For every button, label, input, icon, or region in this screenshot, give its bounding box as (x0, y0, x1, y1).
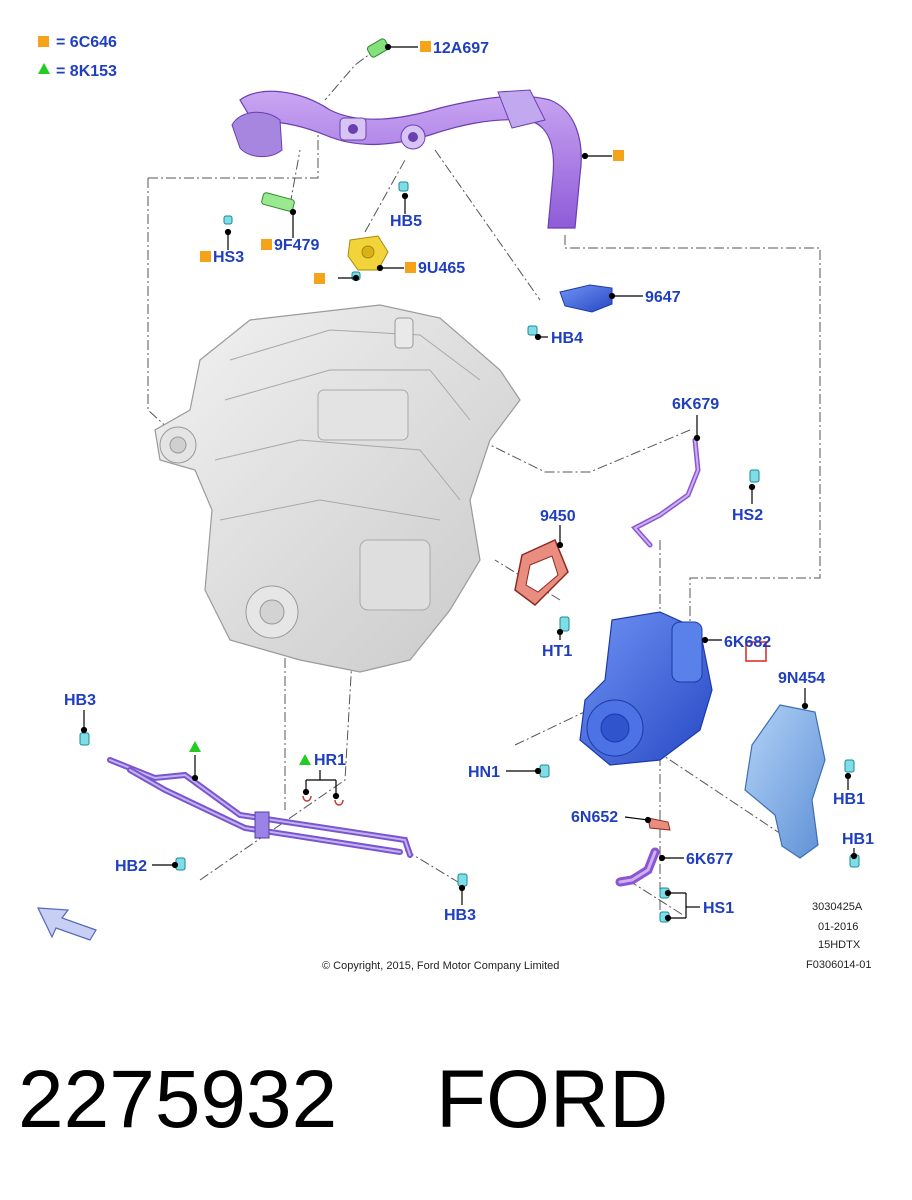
parts-diagram: = 6C646 = 8K153 (37, 34, 874, 972)
callout-9u465-square-icon (405, 262, 416, 273)
callout-HB2: HB2 (115, 858, 147, 875)
callout-HB3-left: HB3 (64, 692, 96, 709)
callout-HB4: HB4 (551, 330, 583, 347)
callout-HS3-top: HS3 (213, 249, 244, 266)
callout-6N652: 6N652 (571, 809, 618, 826)
sensor-12A697 (366, 38, 390, 58)
gasket-9450 (514, 538, 569, 606)
callout-12A697-square-icon (420, 41, 431, 52)
reference-line-2: 01-2016 (818, 921, 858, 933)
callout-HT1: HT1 (542, 643, 572, 660)
gasket-6N652 (647, 817, 671, 831)
callout-HB3-bottom: HB3 (444, 907, 476, 924)
callout-coolant-triangle-icon (189, 741, 201, 752)
direction-arrow-icon (37, 907, 97, 941)
part-number: 2275932 (18, 1054, 338, 1145)
legend-triangle-text: = 8K153 (56, 63, 117, 80)
callout-markers (189, 41, 624, 765)
callout-6K682: 6K682 (724, 634, 771, 651)
callout-9647: 9647 (645, 289, 681, 306)
callout-HR1: HR1 (314, 752, 346, 769)
callout-HB5: HB5 (390, 213, 422, 230)
callout-HS1: HS1 (703, 900, 734, 917)
intake-pipe (231, 89, 582, 229)
callout-HN1: HN1 (468, 764, 500, 781)
callout-labels: 12A697 HS3 9F479 HB5 9U465 9647 HB4 6K67… (64, 40, 874, 924)
callout-hs3-square-icon (200, 251, 211, 262)
callout-12A697: 12A697 (433, 40, 489, 57)
heat-shield-9N454 (744, 704, 826, 859)
callout-leaders (80, 43, 858, 922)
callout-6K677: 6K677 (686, 851, 733, 868)
callout-hr1-triangle-icon (299, 754, 311, 765)
engine-block (154, 304, 521, 673)
callout-pipe-square-icon (613, 150, 624, 161)
callout-9450: 9450 (540, 508, 576, 525)
callout-bolt-square-icon (314, 273, 325, 284)
callout-HB1-lower: HB1 (842, 831, 874, 848)
callout-9U465: 9U465 (418, 260, 465, 277)
oil-return-tube-6K677 (615, 847, 660, 887)
footer: 2275932 FORD (18, 1050, 898, 1160)
reference-line-1: 3030425A (812, 901, 863, 913)
highlight-box (745, 641, 767, 662)
valve-9U465 (347, 235, 389, 271)
sensor-9F479 (261, 192, 295, 212)
legend-square-icon (38, 36, 49, 47)
callout-HS2: HS2 (732, 507, 763, 524)
reference-block: 3030425A 01-2016 15HDTX F0306014-01 (806, 901, 871, 971)
callout-9f479-square-icon (261, 239, 272, 250)
callout-9N454: 9N454 (778, 670, 825, 687)
legend: = 6C646 = 8K153 (38, 34, 117, 80)
brand-name: FORD (436, 1054, 669, 1145)
turbocharger-6K682 (579, 611, 713, 766)
bracket-9647 (559, 284, 613, 313)
copyright: © Copyright, 2015, Ford Motor Company Li… (322, 960, 559, 972)
reference-line-4: F0306014-01 (806, 959, 871, 971)
coolant-tubes (107, 757, 413, 858)
hr1-clips (302, 795, 344, 806)
callout-9F479: 9F479 (274, 237, 319, 254)
callout-6K679: 6K679 (672, 396, 719, 413)
callout-HB1-upper: HB1 (833, 791, 865, 808)
legend-triangle-icon (38, 63, 50, 74)
reference-line-3: 15HDTX (818, 939, 861, 951)
legend-square-text: = 6C646 (56, 34, 117, 51)
oil-feed-tube-6K679 (631, 437, 701, 548)
